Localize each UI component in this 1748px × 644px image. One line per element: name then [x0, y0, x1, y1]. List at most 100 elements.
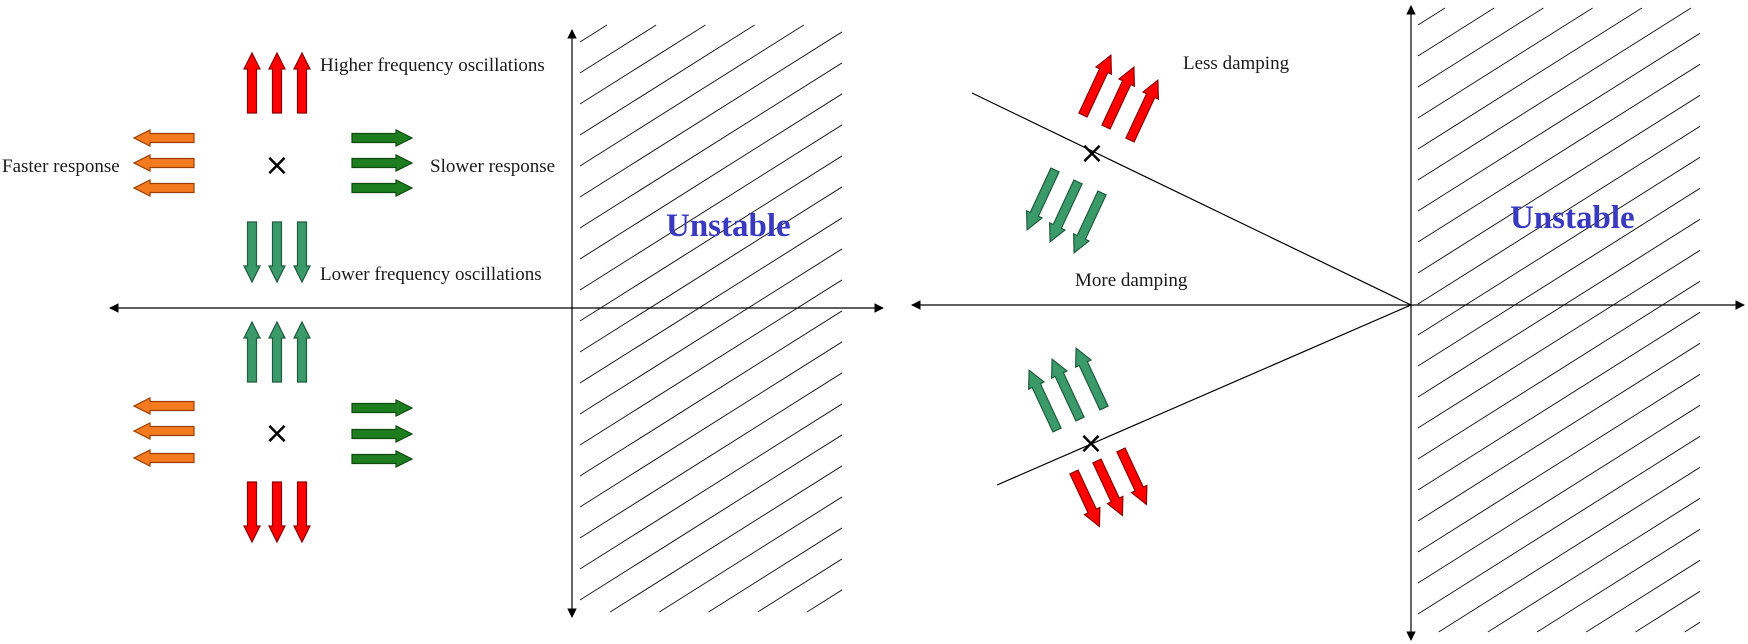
direction-arrow [132, 129, 195, 147]
right-upper-pole-marker: × [1079, 136, 1104, 171]
direction-arrow [132, 154, 195, 172]
direction-arrow [1025, 167, 1060, 232]
direction-arrow [1101, 65, 1136, 130]
hatch-line [1635, 590, 1701, 633]
left-s-plane: × × Higher frequency oscillations Lower … [2, 24, 884, 618]
hatch-line [1417, 125, 1701, 305]
direction-arrow [293, 51, 311, 114]
direction-arrow [268, 481, 286, 544]
direction-arrow [351, 399, 414, 417]
hatch-line [579, 24, 608, 43]
hatch-line [579, 217, 843, 384]
hatch-line [579, 24, 805, 167]
hatch-line [708, 527, 843, 613]
direction-arrow [1078, 53, 1113, 118]
direction-arrow [1125, 78, 1160, 143]
hatch-line [609, 465, 843, 613]
right-unstable-label: Unstable [1510, 200, 1635, 236]
hatch-line [1417, 404, 1701, 584]
hatch-line [579, 93, 843, 260]
hatch-line [579, 62, 843, 229]
hatch-line [1417, 7, 1692, 181]
direction-arrow [268, 221, 286, 284]
direction-arrow [351, 425, 414, 443]
left-lower-pole-marker: × [264, 416, 289, 451]
left-upper-pole-marker: × [264, 148, 289, 183]
direction-arrow [1027, 368, 1062, 433]
right-unstable-hatch [1417, 7, 1701, 633]
direction-arrow [293, 320, 311, 383]
hatch-line [757, 558, 843, 613]
hatch-line [1417, 373, 1701, 553]
hatch-line [579, 279, 843, 446]
direction-arrow [132, 397, 195, 415]
direction-arrow [1072, 190, 1107, 255]
hatch-line [1417, 7, 1593, 119]
hatch-line [579, 248, 843, 415]
direction-arrow [1048, 179, 1083, 244]
direction-arrow [1092, 458, 1124, 517]
hatch-line [1417, 63, 1701, 243]
hatch-line [1585, 559, 1701, 633]
hatch-line [579, 124, 843, 291]
hatch-line [1487, 497, 1701, 633]
direction-arrow [1074, 346, 1109, 411]
left-unstable-label: Unstable [666, 208, 791, 244]
direction-arrow [1069, 469, 1101, 528]
hatch-line [806, 589, 843, 613]
direction-arrow [268, 320, 286, 383]
direction-arrow [132, 449, 195, 467]
hatch-line [1417, 342, 1701, 522]
direction-arrow [243, 51, 261, 114]
hatch-line [1417, 249, 1701, 429]
faster-response-label: Faster response [2, 156, 120, 177]
direction-arrow [132, 422, 195, 440]
hatch-line [1417, 7, 1544, 88]
direction-arrow [243, 221, 261, 284]
hatch-line [1417, 7, 1495, 57]
hatch-line [579, 372, 843, 539]
hatch-line [579, 31, 843, 198]
direction-arrow [351, 154, 414, 172]
hatch-line [1417, 7, 1446, 26]
hatch-line [579, 186, 843, 353]
hatch-line [659, 496, 843, 613]
less-damping-label: Less damping [1183, 53, 1290, 74]
hatch-line [1417, 187, 1701, 367]
right-s-plane: × × Less damping More damping Unstable [911, 5, 1745, 641]
hatch-line [1438, 466, 1701, 633]
hatch-line [579, 310, 843, 477]
slower-response-label: Slower response [430, 156, 555, 177]
direction-arrow [293, 481, 311, 544]
direction-arrow [243, 481, 261, 544]
direction-arrow [132, 179, 195, 197]
direction-arrow [1050, 357, 1085, 422]
hatch-line [579, 24, 657, 74]
left-direction-arrows [132, 51, 414, 544]
hatch-line [1684, 621, 1701, 633]
hatch-line [579, 24, 706, 105]
hatch-line [579, 155, 843, 322]
hatch-line [1417, 32, 1701, 212]
right-direction-arrows [1025, 53, 1160, 528]
left-unstable-hatch [579, 24, 843, 613]
hatch-line [1417, 435, 1701, 615]
hatch-line [1417, 311, 1701, 491]
direction-arrow [243, 320, 261, 383]
right-lower-pole-marker: × [1078, 426, 1103, 461]
hatch-line [579, 403, 843, 570]
direction-arrow [268, 51, 286, 114]
direction-arrow [351, 129, 414, 147]
direction-arrow [351, 179, 414, 197]
hatch-line [1536, 528, 1701, 633]
lower-damping-line [996, 304, 1412, 486]
hatch-line [1417, 7, 1643, 150]
upper-damping-line [971, 92, 1412, 306]
direction-arrow [1116, 447, 1148, 506]
higher-frequency-label: Higher frequency oscillations [320, 55, 545, 76]
hatch-line [1417, 280, 1701, 460]
direction-arrow [293, 221, 311, 284]
hatch-line [579, 24, 755, 136]
direction-arrow [351, 450, 414, 468]
